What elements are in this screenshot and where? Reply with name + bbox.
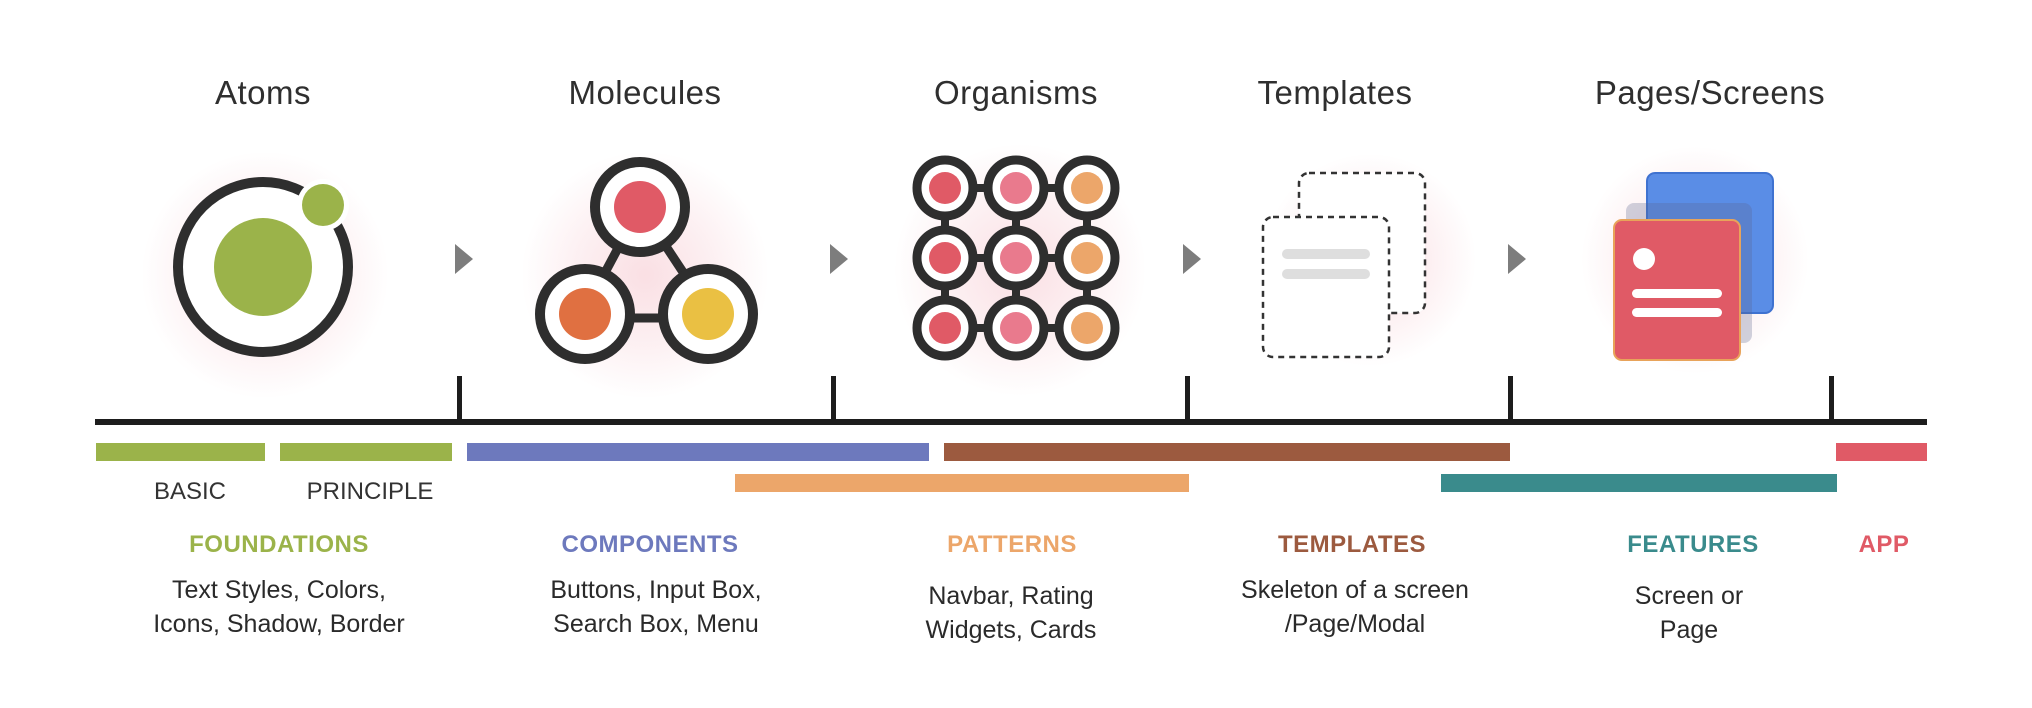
desc-line: Icons, Shadow, Border bbox=[153, 610, 405, 638]
stage-title-molecules: Molecules bbox=[568, 74, 722, 111]
arrow-right-icon bbox=[1508, 244, 1526, 274]
stage-title-atoms: Atoms bbox=[214, 74, 312, 111]
range-bar-principle bbox=[280, 443, 452, 461]
desc-line: Search Box, Menu bbox=[553, 610, 759, 638]
range-bar-templates bbox=[944, 443, 1510, 461]
desc-line: Navbar, Rating bbox=[928, 582, 1094, 610]
desc-line: Widgets, Cards bbox=[925, 616, 1097, 644]
desc-line: Text Styles, Colors, bbox=[172, 576, 386, 604]
arrow-right-icon bbox=[455, 244, 473, 274]
organism-icon bbox=[912, 155, 1120, 361]
category-features: FEATURES bbox=[1627, 531, 1759, 558]
category-templates: TEMPLATES bbox=[1277, 531, 1427, 558]
arrow-right-icon bbox=[1183, 244, 1201, 274]
stage-title-pages: Pages/Screens bbox=[1594, 74, 1826, 111]
desc-templates: Skeleton of a screen /Page/Modal bbox=[1195, 573, 1515, 641]
sub-label-principle: PRINCIPLE bbox=[306, 478, 434, 505]
desc-line: Screen or bbox=[1634, 582, 1744, 610]
timeline-tick bbox=[1829, 376, 1834, 422]
atom-electron bbox=[302, 184, 344, 226]
range-bar-app bbox=[1836, 443, 1927, 461]
desc-components: Buttons, Input Box, Search Box, Menu bbox=[496, 573, 816, 641]
stage-title-templates: Templates bbox=[1257, 74, 1413, 111]
desc-line: Skeleton of a screen bbox=[1241, 576, 1469, 604]
atom-nucleus bbox=[214, 218, 312, 316]
category-patterns: PATTERNS bbox=[947, 531, 1077, 558]
range-bar-patterns bbox=[735, 474, 1189, 492]
desc-features: Screen or Page bbox=[1529, 579, 1849, 647]
stage-title-organisms: Organisms bbox=[933, 74, 1099, 111]
desc-line: Buttons, Input Box, bbox=[550, 576, 762, 604]
category-app: APP bbox=[1858, 531, 1910, 558]
timeline-tick bbox=[1185, 376, 1190, 422]
desc-foundations: Text Styles, Colors, Icons, Shadow, Bord… bbox=[119, 573, 439, 641]
sub-label-basic: BASIC bbox=[153, 478, 227, 505]
desc-line: Page bbox=[1659, 616, 1719, 644]
atom-icon bbox=[173, 177, 353, 357]
timeline-tick bbox=[1508, 376, 1513, 422]
timeline-tick bbox=[831, 376, 836, 422]
range-bar-features bbox=[1441, 474, 1837, 492]
molecule-icon bbox=[535, 157, 758, 364]
template-icon bbox=[1261, 171, 1427, 359]
timeline-tick bbox=[457, 376, 462, 422]
range-bar-components bbox=[467, 443, 929, 461]
pages-icon bbox=[1613, 172, 1774, 361]
timeline-axis bbox=[95, 419, 1927, 425]
category-foundations: FOUNDATIONS bbox=[189, 531, 369, 558]
category-components: COMPONENTS bbox=[561, 531, 739, 558]
arrow-right-icon bbox=[830, 244, 848, 274]
desc-patterns: Navbar, Rating Widgets, Cards bbox=[851, 579, 1171, 647]
desc-line: /Page/Modal bbox=[1284, 610, 1426, 638]
range-bar-basic bbox=[96, 443, 265, 461]
